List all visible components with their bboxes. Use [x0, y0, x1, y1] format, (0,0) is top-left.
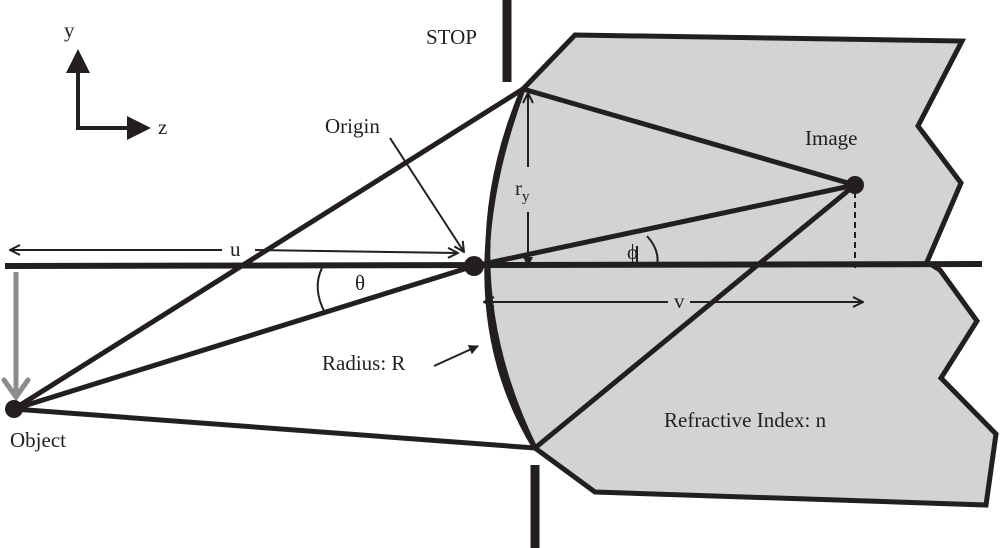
image-label: Image [805, 126, 857, 150]
image-point [846, 176, 864, 194]
phi-arc [646, 235, 659, 267]
ry-label-subscript: y [522, 189, 530, 205]
phi-label: ϕ [627, 240, 638, 264]
u-label: u [230, 237, 241, 261]
u-arrow-right [254, 250, 458, 253]
object-label: Object [10, 428, 66, 452]
radius-label: Radius: R [322, 351, 405, 375]
ray-object-to-top [11, 86, 526, 412]
ray-object-to-origin [11, 263, 477, 412]
origin-pointer [389, 137, 464, 252]
ray-object-to-bottom [11, 406, 538, 451]
stop-label: STOP [426, 25, 477, 49]
refractive-index-label: Refractive Index: n [664, 408, 827, 432]
ray-bottom-to-image [532, 182, 858, 451]
theta-label: θ [355, 271, 365, 295]
theta-arc [316, 267, 326, 314]
object-arrow-head [1, 377, 31, 402]
ray-top-to-image [520, 86, 858, 188]
ry-label-main: r [515, 176, 522, 200]
y-axis-label: y [64, 18, 75, 42]
refracting-surface [485, 86, 538, 451]
v-label: v [674, 289, 685, 313]
refractive-medium [484, 32, 999, 508]
object-point [5, 400, 23, 418]
origin-label: Origin [325, 114, 380, 138]
radius-pointer [433, 345, 479, 367]
optical-axis [4, 261, 983, 269]
ray-origin-to-image [471, 182, 858, 269]
ry-label: ry [515, 176, 530, 205]
z-axis-label: z [158, 115, 167, 139]
z-axis-arrow-head [127, 116, 151, 140]
origin-point [464, 256, 484, 276]
y-axis-arrow-head [66, 49, 90, 73]
